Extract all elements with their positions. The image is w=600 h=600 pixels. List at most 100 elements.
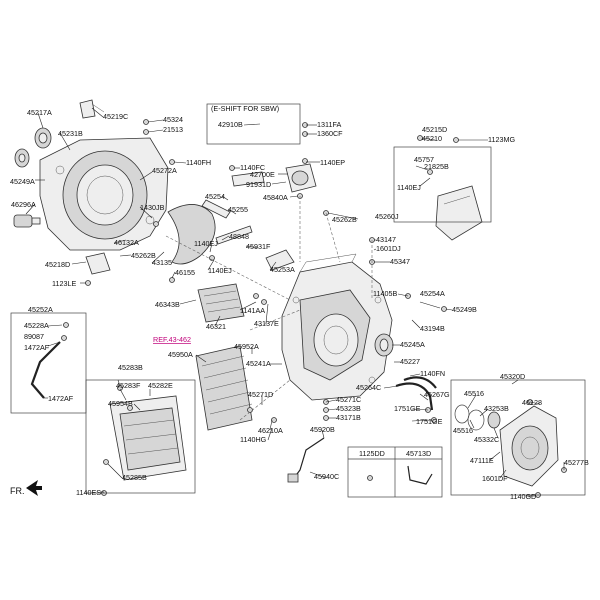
callout-label: 1140FH [186,158,211,167]
callout-label: 1123MG [488,135,515,144]
callout-label: 47111E [470,456,494,465]
callout-label: 1360CF [317,129,343,138]
callout-label: 45217A [27,108,52,117]
callout-label: 42700E [250,170,275,179]
callout-label: 43253B [484,404,509,413]
callout-label: 45320D [500,372,525,381]
callout-label: 46321 [206,322,226,331]
callout-label: 1140EJ [194,239,218,248]
callout-label: 45241A [246,359,271,368]
callout-label: 45253A [270,265,295,274]
callout-label: 43194B [420,324,445,333]
callout-label: 46155 [175,268,195,277]
callout-label: 1140HG [240,435,267,444]
callout-label: 45260J [375,212,399,221]
callout-label: 46128 [522,398,542,407]
callout-label: 45228A [24,321,49,330]
converter-housing-illustration [39,137,169,251]
callout-label: 45254A [420,289,445,298]
callout-label: 45218D [45,260,70,269]
callout-label: 1751GE [416,417,443,426]
rear-cover-seals-illustration [454,404,501,431]
callout-label: 1601DJ [376,244,401,253]
callout-label: 45516 [453,426,473,435]
callout-label: 1430JB [140,203,165,212]
eshift-inset-frame [206,103,301,145]
callout-label: 43137E [254,319,279,328]
callout-label: 1140ES [76,488,101,497]
callout-label: 45267G [424,390,450,399]
small-brackets-illustration [85,171,295,275]
callout-label: 1140EJ [208,266,232,275]
callout-label: 45954B [108,399,133,408]
orientation-label: FR. [10,486,25,496]
callout-label: 1472AF [48,394,74,403]
callout-label: 42910B [218,120,243,129]
callout-label: 1140FC [240,163,265,172]
leader-lines [25,107,565,497]
oil-pan-group-frame [85,379,196,494]
callout-label: 45272A [152,166,177,175]
callout-label: 91931D [246,180,271,189]
callout-label: 45210 [422,134,442,143]
callout-label: 1125DD [359,449,385,458]
callout-label: 45323B [336,404,361,413]
callout-label: 45347 [390,257,410,266]
callout-label: 45332C [474,435,499,444]
callout-label: 43171B [336,413,361,422]
ring-seal-illustration [14,148,30,168]
callout-label: 45283B [118,363,143,372]
callout-label: 1123LE [52,279,76,288]
callout-label: 46343B [155,300,180,309]
callout-label: 45282E [148,381,173,390]
callout-label: 1141AA [240,306,265,315]
callout-label: 45283F [116,381,141,390]
callout-label: 1311FA [317,120,341,129]
rear-cover-illustration [499,405,559,487]
side-cover-group-frame [393,146,492,223]
callout-label: 45262B [131,251,156,260]
callout-label: 45713D [406,449,431,458]
callout-label: 46296A [11,200,36,209]
callout-label: 46210A [258,426,283,435]
callout-label: 45757 [414,155,434,164]
cooler-hose-illustration [30,341,437,411]
oil-pan-illustration [109,395,187,481]
callout-label: 45324 [163,115,183,124]
shift-actuator-illustration [285,163,317,193]
callout-label: 21825B [424,162,449,171]
callout-label: 45254 [205,192,225,201]
callout-label: 45252A [28,305,53,314]
callout-label: 45285B [122,473,147,482]
callout-label: 21513 [163,125,183,134]
callout-label: 1601DF [482,474,508,483]
callout-label: 89087 [24,332,44,341]
callout-label: 45249B [452,305,477,314]
oil-seal-right-illustration [374,333,394,357]
plug-illustration [13,214,41,228]
heat-shield-illustration [167,204,216,265]
callout-label: 45277B [564,458,589,467]
callout-label: 45271C [336,395,361,404]
callout-label: 45249A [10,177,35,186]
callout-label: 1140EJ [397,183,421,192]
callout-label: 45950A [168,350,193,359]
callout-label: 45245A [400,340,425,349]
callout-label: 45215D [422,125,447,134]
oil-filter-illustration [197,283,245,323]
front-arrow-icon [26,480,42,496]
oil-seal-illustration [34,127,52,149]
reference-link[interactable]: REF.43-462 [153,335,191,344]
side-cover-illustration [435,185,483,241]
callout-label: 45920B [310,425,335,434]
callout-label: 45840A [263,193,288,202]
callout-label: 45255 [228,205,248,214]
callout-label: 1140FN [420,369,445,378]
valve-body-illustration [195,345,253,431]
transmission-case-illustration [281,253,393,401]
sensor-harness-illustration [287,437,325,483]
callout-label: 1751GE [394,404,421,413]
callout-label: 1140GD [510,492,536,501]
callout-label: 45231B [58,129,83,138]
